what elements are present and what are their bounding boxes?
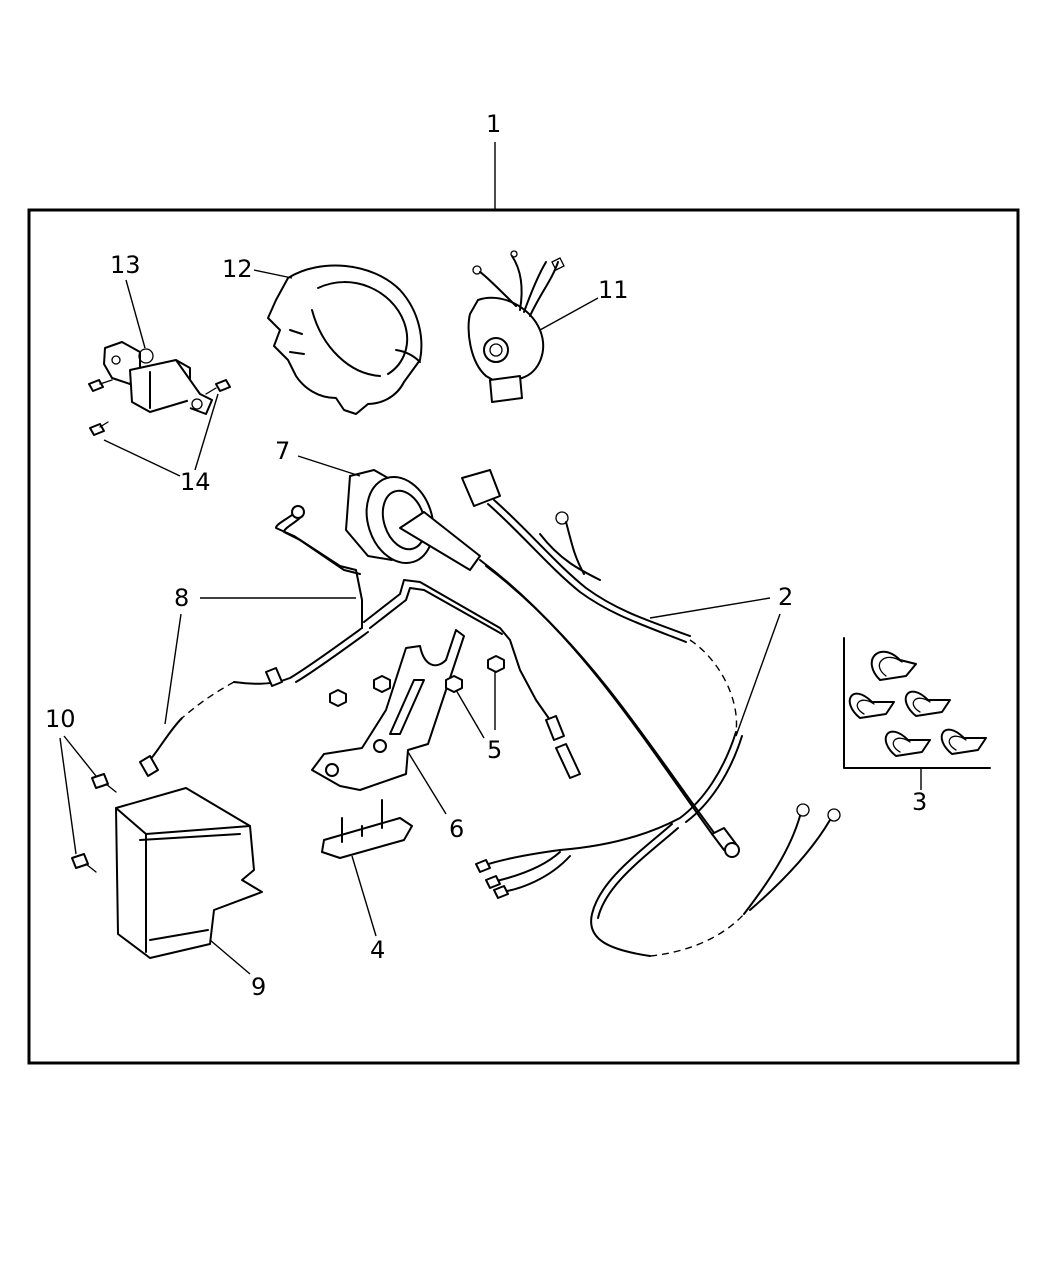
leader-4: [351, 855, 377, 937]
callout-11: 11: [598, 276, 629, 304]
part-2-wiring-harness: [475, 499, 841, 957]
callout-1: 1: [486, 110, 501, 138]
kit-frame: [27, 208, 1020, 1065]
clip-icon: [904, 690, 951, 717]
clip-group-frame: [843, 637, 991, 769]
leader-2b: [735, 613, 781, 737]
leader-12: [253, 269, 293, 279]
callout-8: 8: [174, 584, 189, 612]
part-9-housing: [115, 787, 263, 959]
part-8-vacuum-hose: [139, 505, 581, 779]
part-4-stud-plate: [321, 799, 413, 859]
callout-7: 7: [275, 437, 290, 465]
screw-icon: [89, 421, 109, 436]
callout-3: 3: [912, 788, 927, 816]
leader-13: [125, 279, 146, 349]
callout-9: 9: [251, 973, 266, 1001]
leader-6: [407, 751, 447, 815]
callout-14: 14: [180, 468, 211, 496]
leader-10b: [59, 737, 77, 855]
screw-icon: [71, 853, 97, 873]
clip-icon: [940, 728, 987, 755]
leader-2a: [649, 597, 771, 619]
callout-2: 2: [778, 583, 793, 611]
callout-5: 5: [487, 736, 502, 764]
callout-4: 4: [370, 936, 385, 964]
leader-14b: [194, 393, 219, 471]
callout-12: 12: [222, 255, 253, 283]
part-7-servo: [345, 469, 740, 858]
leader-9: [209, 939, 251, 975]
leader-10a: [63, 735, 97, 777]
part-11-clockspring: [467, 250, 565, 403]
part-13-relay: [103, 341, 213, 415]
screw-icon: [91, 773, 117, 793]
clip-icon: [884, 730, 931, 757]
leader-5a: [455, 689, 485, 739]
screw-icon: [88, 379, 113, 392]
leader-11: [539, 297, 599, 331]
leader-8b: [164, 613, 182, 725]
part-6-bracket: [311, 629, 465, 791]
clip-icon: [848, 692, 895, 719]
leader-7: [297, 455, 361, 477]
clip-icon: [870, 650, 917, 681]
callout-13: 13: [110, 251, 141, 279]
screw-icon: [205, 379, 231, 395]
callout-6: 6: [449, 815, 464, 843]
leader-14a: [103, 439, 181, 477]
callout-10: 10: [45, 705, 76, 733]
part-5-nuts: [329, 655, 505, 707]
part-12-shroud: [267, 264, 423, 415]
